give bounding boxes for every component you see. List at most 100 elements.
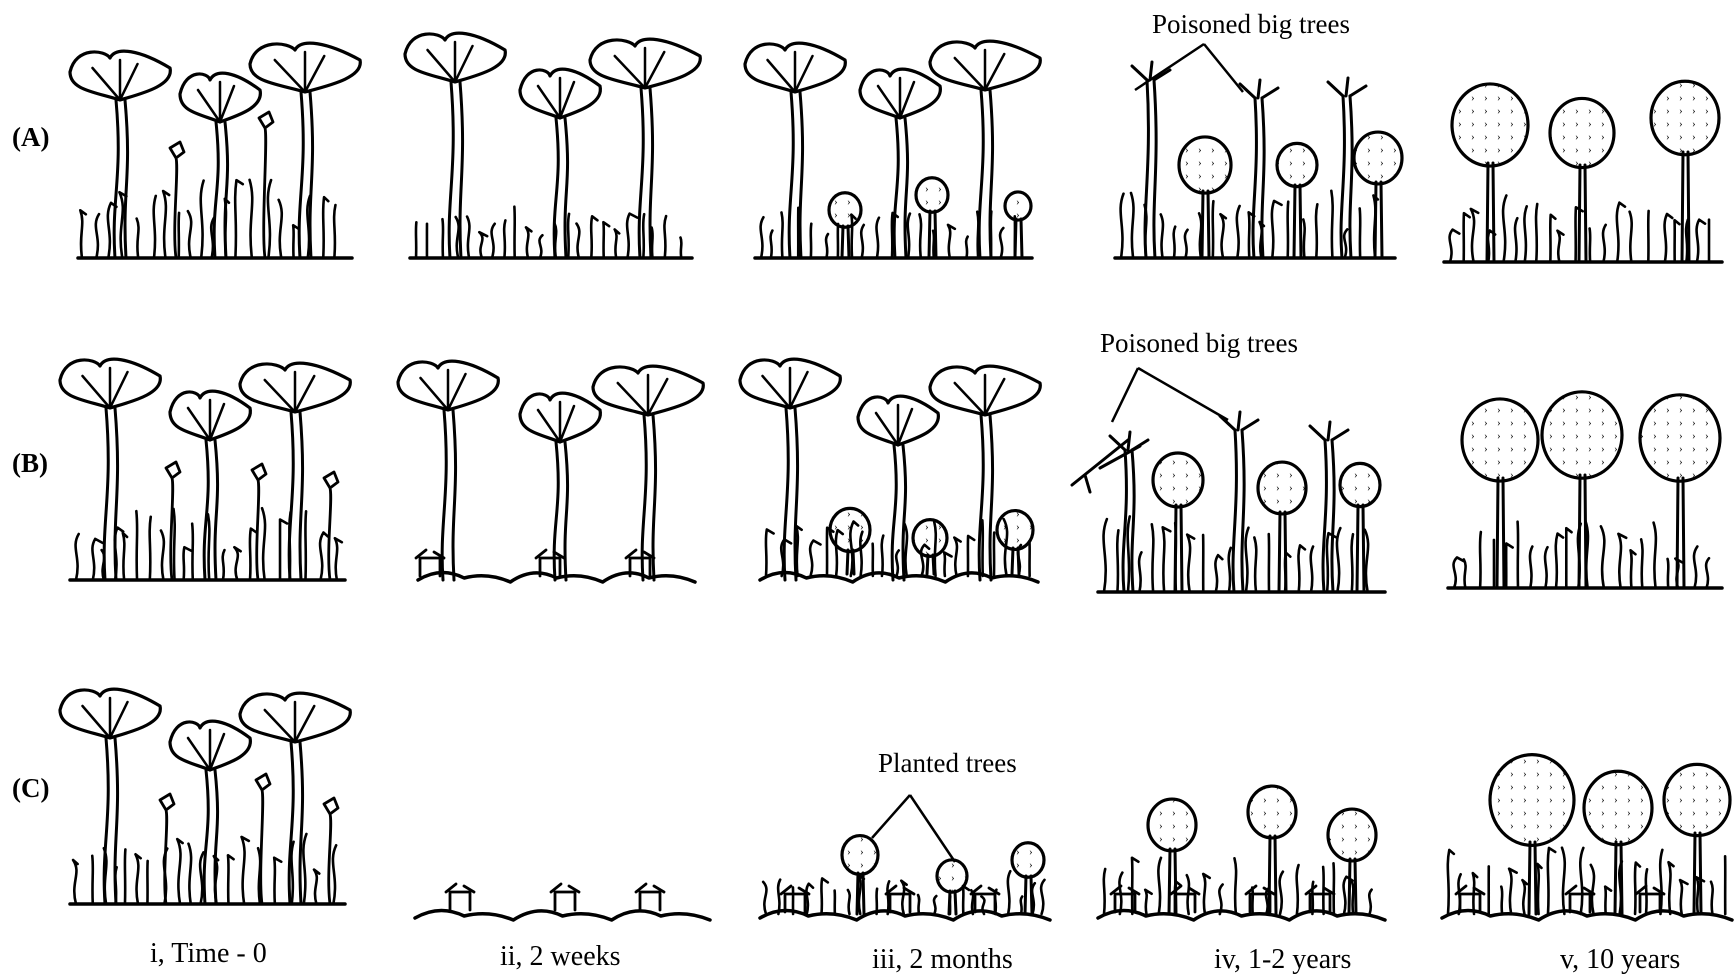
big-tree-trunk <box>300 412 303 580</box>
young-tree-trunk <box>1208 191 1209 258</box>
tree-stump <box>626 550 654 576</box>
young-tree-crown <box>1340 463 1380 506</box>
young-tree-trunk <box>927 555 928 574</box>
scene-c-i <box>60 689 350 904</box>
young-tree-trunk <box>1021 219 1022 258</box>
big-tree-trunk <box>979 90 983 258</box>
scene-a-ii <box>405 33 700 258</box>
young-tree-trunk <box>847 550 848 574</box>
scene-b-iii <box>740 359 1040 582</box>
young-tree-trunk <box>1579 165 1580 262</box>
young-tree-trunk <box>848 226 849 258</box>
dead-tree-trunk <box>1154 80 1156 258</box>
undergrowth <box>1454 521 1710 588</box>
young-tree-trunk <box>1181 505 1182 592</box>
young-tree-crown <box>829 193 861 228</box>
young-tree-trunk <box>1018 548 1019 574</box>
young-tree-trunk <box>1621 842 1622 914</box>
young-tree-trunk <box>1694 833 1695 914</box>
young-tree-crown <box>916 178 948 213</box>
big-tree-trunk <box>442 410 446 580</box>
young-tree-trunk <box>929 211 930 258</box>
scene-c-ii <box>415 884 710 920</box>
undergrowth <box>1448 848 1725 914</box>
young-tree-trunk <box>1012 548 1013 574</box>
young-tree-trunk <box>1700 833 1701 914</box>
young-tree-trunk <box>1202 191 1203 258</box>
big-tree-trunk <box>225 122 228 258</box>
young-tree-trunk <box>1269 836 1270 914</box>
tree-stump <box>551 884 579 910</box>
young-tree-trunk <box>842 226 843 258</box>
young-tree-trunk <box>1381 182 1382 258</box>
young-tree-trunk <box>935 211 936 258</box>
dead-tree-trunk <box>1132 450 1134 592</box>
column-label-v: v, 10 years <box>1560 944 1680 975</box>
big-tree-trunk <box>990 415 993 580</box>
big-tree-trunk <box>653 415 656 580</box>
young-tree-trunk <box>1300 185 1301 258</box>
young-tree-trunk <box>857 873 858 914</box>
scene-c-v <box>1442 755 1732 920</box>
young-tree-crown <box>1542 392 1622 478</box>
tree-stump <box>886 886 914 912</box>
ground-line <box>415 910 710 920</box>
scene-a-i <box>70 43 360 258</box>
young-tree-crown <box>1248 786 1296 838</box>
undergrowth <box>1104 858 1372 914</box>
undergrowth <box>1121 191 1378 258</box>
young-tree-crown <box>1584 771 1652 844</box>
young-tree-trunk <box>1688 152 1689 262</box>
young-tree-trunk <box>1349 859 1350 914</box>
dead-tree-branches <box>1220 412 1258 430</box>
tree-stump <box>781 886 809 912</box>
dead-tree-trunk <box>1332 440 1334 592</box>
big-tree-trunk <box>784 408 788 580</box>
young-tree-crown <box>1651 81 1719 154</box>
big-tree-trunk <box>310 92 313 258</box>
undergrowth <box>416 207 682 258</box>
annotation-planted-c: Planted trees <box>878 748 1017 778</box>
young-tree-trunk <box>1493 163 1494 262</box>
big-tree-trunk <box>642 415 646 580</box>
big-tree-trunk <box>453 410 456 580</box>
young-tree-trunk <box>1031 876 1032 914</box>
young-tree-trunk <box>1375 182 1376 258</box>
fallen-branch <box>1072 440 1140 492</box>
big-tree-trunk <box>125 100 128 258</box>
young-tree-trunk <box>1169 849 1170 914</box>
young-tree-trunk <box>1529 842 1530 914</box>
young-tree-crown <box>1179 137 1231 193</box>
young-tree-trunk <box>1279 512 1280 592</box>
young-tree-trunk <box>1363 505 1364 592</box>
young-tree-crown <box>1452 84 1528 166</box>
scene-c-iii <box>760 836 1050 920</box>
young-tree-crown <box>1328 809 1376 861</box>
column-label-iv: iv, 1-2 years <box>1214 944 1351 975</box>
young-tree-trunk <box>863 873 864 914</box>
tree-stump <box>636 884 664 910</box>
big-tree-trunk <box>204 770 208 904</box>
young-tree-crown <box>1258 462 1306 514</box>
young-tree-trunk <box>1503 478 1504 588</box>
dead-tree-trunk <box>1233 430 1236 592</box>
young-tree-trunk <box>853 550 854 574</box>
young-tree-trunk <box>1535 842 1536 914</box>
young-tree-crown <box>1462 399 1538 481</box>
tree-stump <box>1566 886 1594 912</box>
column-label-i: i, Time - 0 <box>150 938 267 969</box>
tree-stump <box>1306 886 1334 912</box>
row-label-a: (A) <box>12 122 49 152</box>
young-tree-trunk <box>933 555 934 574</box>
big-tree-trunk <box>449 82 453 258</box>
scene-c-iv <box>1098 786 1385 920</box>
young-tree-trunk <box>1355 859 1356 914</box>
column-label-ii: ii, 2 weeks <box>500 941 621 972</box>
young-tree-trunk <box>1579 475 1580 588</box>
annotation-poisoned-b: Poisoned big trees <box>1100 328 1298 358</box>
dead-tree-trunk <box>1253 98 1256 258</box>
scene-a-iii <box>745 41 1040 258</box>
young-tree-crown <box>1640 395 1720 481</box>
dead-tree-trunk <box>1262 98 1264 258</box>
young-tree-crown <box>1148 799 1196 851</box>
